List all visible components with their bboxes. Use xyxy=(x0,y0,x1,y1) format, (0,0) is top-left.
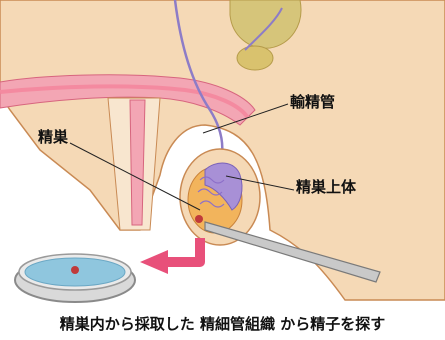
arrow-icon xyxy=(165,238,200,262)
arrow-head xyxy=(140,250,168,274)
prostate xyxy=(237,46,273,70)
testis-label: 精巣 xyxy=(38,130,68,145)
epididymis-label: 精巣上体 xyxy=(296,180,356,195)
caption: 精巣内から採取した 精細管組織 から精子を探す xyxy=(0,313,445,334)
petri-dish-icon xyxy=(15,254,135,302)
shaft-inner xyxy=(130,100,145,225)
tissue-sample-dot xyxy=(195,215,203,223)
vas-deferens-label: 輸精管 xyxy=(290,95,335,110)
